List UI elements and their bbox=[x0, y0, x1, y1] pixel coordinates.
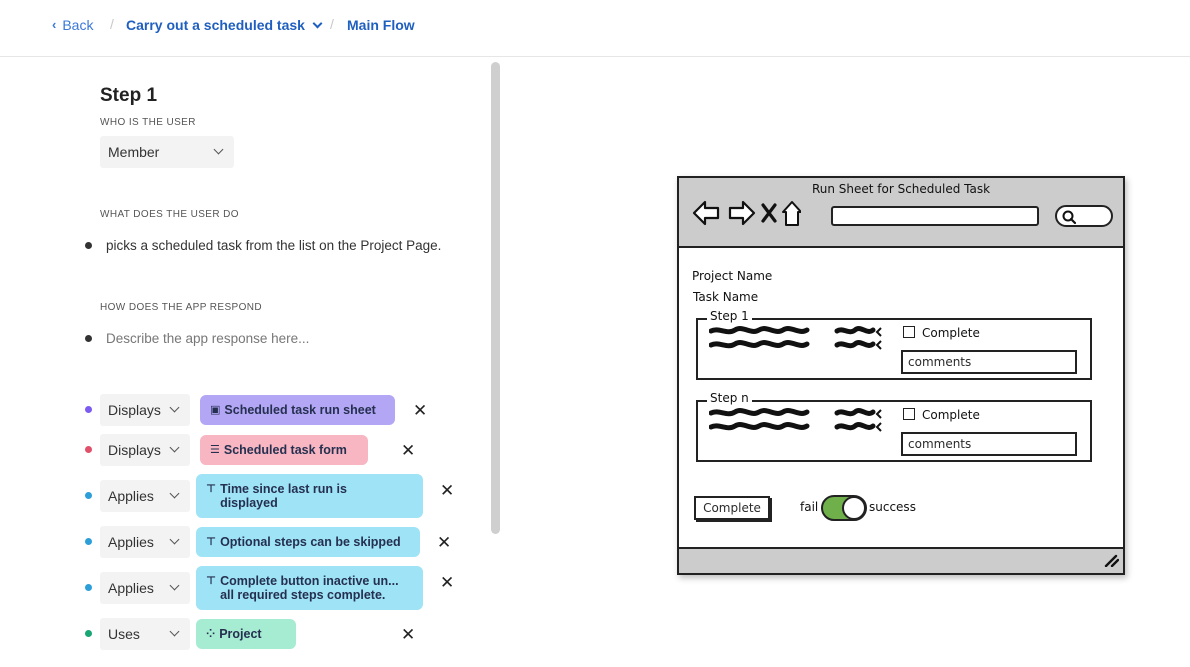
chevron-down-icon bbox=[169, 534, 180, 545]
relation-target: Complete button inactive un... all requi… bbox=[220, 574, 399, 602]
relation-tag[interactable]: ☰ Scheduled task form bbox=[200, 435, 368, 465]
rule-icon: ⊤ bbox=[206, 536, 217, 548]
relation-verb-select[interactable]: Uses bbox=[100, 618, 190, 650]
relation-target: Scheduled task run sheet bbox=[224, 403, 376, 417]
wireframe-complete-label: Complete bbox=[922, 326, 980, 340]
wireframe-checkbox bbox=[903, 326, 915, 338]
wireframe-comments-field: comments bbox=[901, 432, 1077, 456]
wireframe-task-name: Task Name bbox=[693, 290, 759, 304]
project-icon: ⁘ bbox=[206, 628, 216, 640]
wireframe-toggle-success-label: success bbox=[869, 500, 916, 514]
wireframe-mockup: Run Sheet for Scheduled Task Project Nam… bbox=[677, 176, 1125, 575]
wireframe-step-legend: Step n bbox=[707, 391, 752, 405]
relation-tag[interactable]: ⁘ Project bbox=[196, 619, 296, 649]
relation-tag[interactable]: ⊤ Complete button inactive un... all req… bbox=[196, 566, 423, 610]
chevron-down-icon bbox=[169, 626, 180, 637]
chevron-down-icon bbox=[169, 442, 180, 453]
run-sheet-icon: ▣ bbox=[210, 404, 221, 416]
relation-target: Time since last run is displayed bbox=[220, 482, 347, 510]
top-bar: ‹ Back / Carry out a scheduled task / Ma… bbox=[0, 0, 1190, 57]
relation-verb-select[interactable]: Displays bbox=[100, 394, 190, 426]
relation-verb: Applies bbox=[108, 488, 154, 504]
relation-verb: Applies bbox=[108, 534, 154, 550]
what-label: WHAT DOES THE USER DO bbox=[100, 209, 239, 220]
rule-icon: ⊤ bbox=[206, 575, 217, 587]
wireframe-footer bbox=[679, 547, 1123, 573]
bullet-icon bbox=[85, 335, 92, 342]
user-action-text[interactable]: picks a scheduled task from the list on … bbox=[106, 238, 442, 253]
wireframe-url-bar bbox=[831, 206, 1039, 226]
who-label: WHO IS THE USER bbox=[100, 117, 196, 128]
remove-relation-button[interactable]: ✕ bbox=[440, 573, 455, 592]
chevron-down-icon bbox=[169, 488, 180, 499]
remove-relation-button[interactable]: ✕ bbox=[401, 441, 416, 460]
form-icon: ☰ bbox=[210, 444, 220, 456]
relation-target: Optional steps can be skipped bbox=[220, 535, 401, 549]
relation-target: Project bbox=[219, 627, 262, 641]
wireframe-checkbox bbox=[903, 408, 915, 420]
chevron-down-icon bbox=[213, 144, 224, 155]
wireframe-toggle-fail-label: fail bbox=[800, 500, 819, 514]
relation-target: Scheduled task form bbox=[223, 443, 347, 457]
relation-dot bbox=[85, 538, 92, 545]
app-response-input[interactable]: Describe the app response here... bbox=[106, 331, 310, 346]
chevron-down-icon bbox=[169, 580, 180, 591]
back-label: Back bbox=[62, 17, 94, 33]
wireframe-project-name: Project Name bbox=[692, 269, 773, 283]
relation-verb-select[interactable]: Applies bbox=[100, 572, 190, 604]
scribble-text-icon bbox=[709, 408, 882, 432]
relation-verb: Displays bbox=[108, 402, 161, 418]
relation-verb: Applies bbox=[108, 580, 154, 596]
step-title: Step 1 bbox=[100, 85, 158, 106]
search-icon bbox=[1062, 210, 1077, 225]
browser-nav-icons bbox=[692, 200, 801, 226]
chevron-down-icon bbox=[312, 18, 323, 28]
relation-tag[interactable]: ▣ Scheduled task run sheet bbox=[200, 395, 395, 425]
relation-dot bbox=[85, 584, 92, 591]
wireframe-comments-field: comments bbox=[901, 350, 1077, 374]
breadcrumb-task-dropdown[interactable]: Carry out a scheduled task bbox=[126, 16, 323, 34]
relation-dot bbox=[85, 406, 92, 413]
wireframe-toggle bbox=[821, 495, 867, 521]
bullet-icon bbox=[85, 242, 92, 249]
wireframe-search-box bbox=[1055, 205, 1113, 227]
resize-grip-icon bbox=[1104, 554, 1119, 567]
relation-dot bbox=[85, 630, 92, 637]
relation-verb-select[interactable]: Displays bbox=[100, 434, 190, 466]
remove-relation-button[interactable]: ✕ bbox=[437, 533, 452, 552]
relation-verb: Uses bbox=[108, 626, 140, 642]
rule-icon: ⊤ bbox=[206, 483, 217, 495]
breadcrumb-flow[interactable]: Main Flow bbox=[347, 17, 415, 33]
relation-tag[interactable]: ⊤ Time since last run is displayed bbox=[196, 474, 423, 518]
relation-verb: Displays bbox=[108, 442, 161, 458]
remove-relation-button[interactable]: ✕ bbox=[413, 401, 428, 420]
user-role-select[interactable]: Member bbox=[100, 136, 234, 168]
breadcrumb-task-label: Carry out a scheduled task bbox=[126, 17, 305, 33]
relation-verb-select[interactable]: Applies bbox=[100, 480, 190, 512]
wireframe-browser-header: Run Sheet for Scheduled Task bbox=[679, 178, 1123, 248]
remove-relation-button[interactable]: ✕ bbox=[401, 625, 416, 644]
wireframe-title: Run Sheet for Scheduled Task bbox=[811, 182, 991, 196]
scribble-text-icon bbox=[709, 326, 882, 350]
relation-verb-select[interactable]: Applies bbox=[100, 526, 190, 558]
chevron-left-icon: ‹ bbox=[52, 17, 57, 32]
left-panel-scrollbar[interactable] bbox=[491, 62, 500, 534]
relation-tag[interactable]: ⊤ Optional steps can be skipped bbox=[196, 527, 420, 557]
back-link[interactable]: ‹ Back bbox=[52, 16, 93, 34]
breadcrumb-separator: / bbox=[110, 16, 114, 32]
user-role-value: Member bbox=[108, 144, 160, 160]
chevron-down-icon bbox=[169, 402, 180, 413]
wireframe-step-legend: Step 1 bbox=[707, 309, 752, 323]
how-label: HOW DOES THE APP RESPOND bbox=[100, 302, 263, 313]
wireframe-complete-button: Complete bbox=[694, 496, 770, 520]
relation-dot bbox=[85, 446, 92, 453]
wireframe-complete-label: Complete bbox=[922, 408, 980, 422]
breadcrumb-separator: / bbox=[330, 16, 334, 32]
wireframe-toggle-knob bbox=[842, 496, 866, 520]
relation-dot bbox=[85, 492, 92, 499]
remove-relation-button[interactable]: ✕ bbox=[440, 481, 455, 500]
